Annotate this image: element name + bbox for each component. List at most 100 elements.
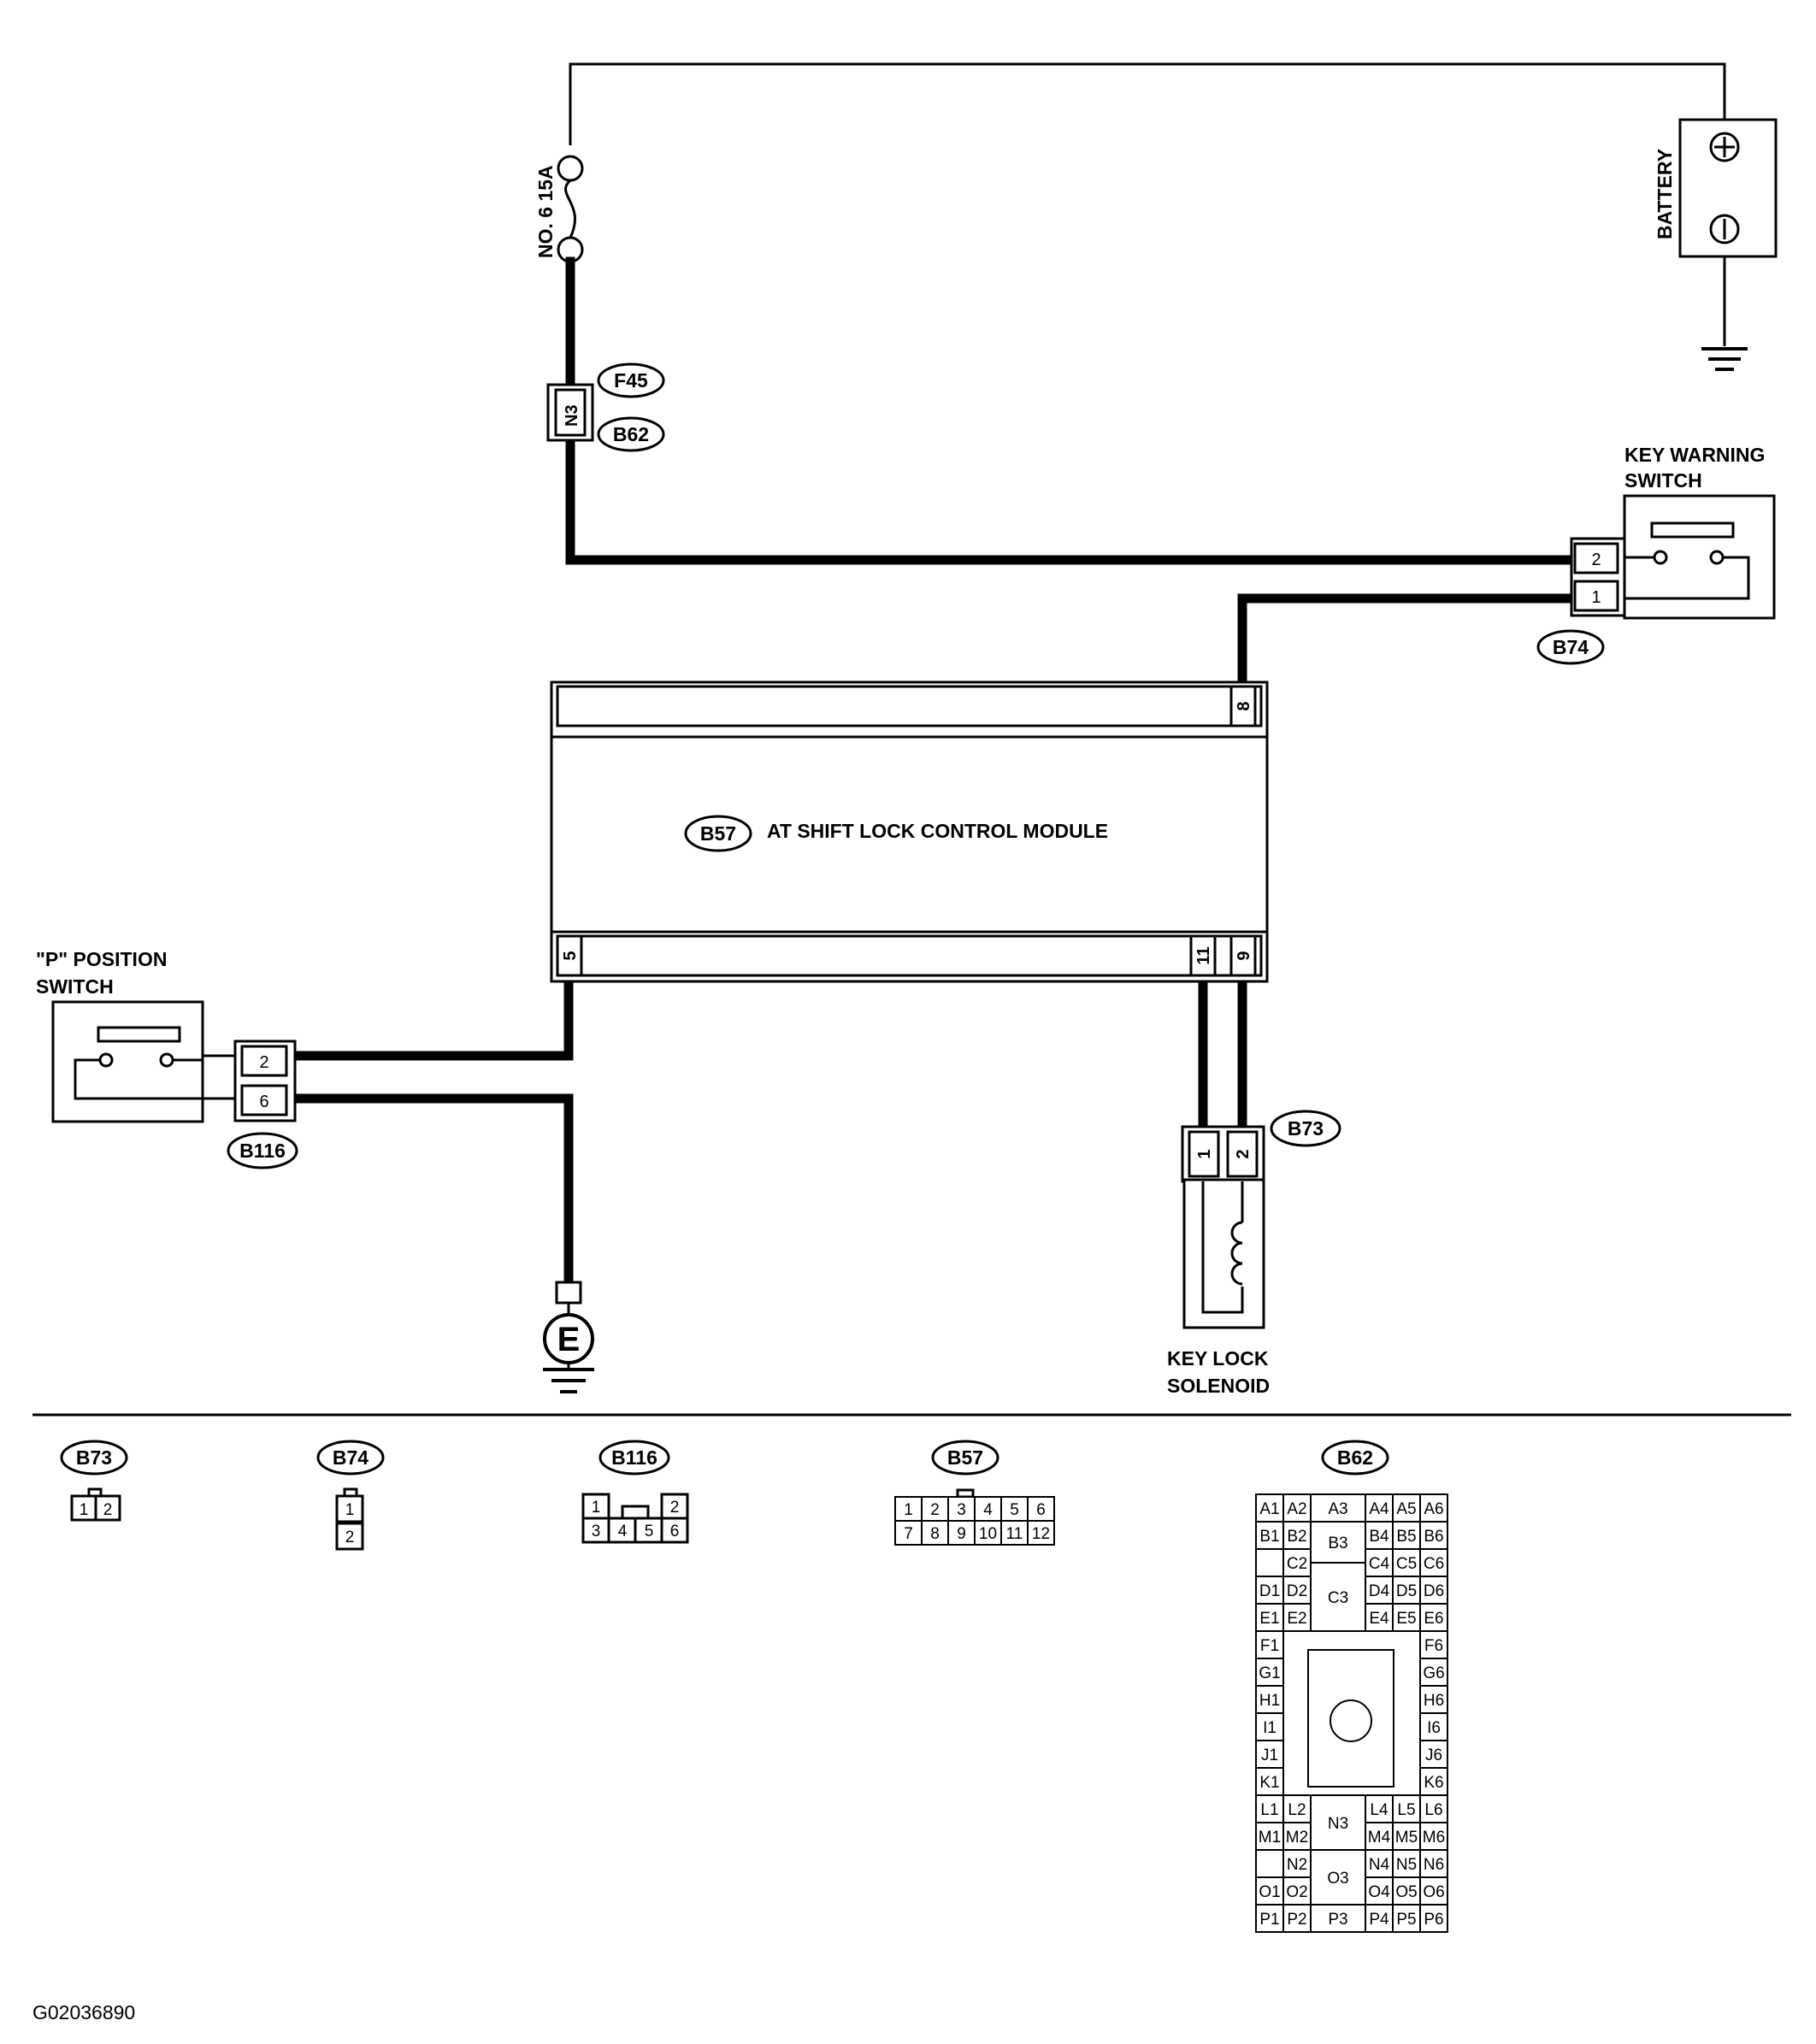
- b62-pin-cell-label: G6: [1423, 1664, 1444, 1682]
- svg-text:4: 4: [618, 1523, 628, 1540]
- svg-text:8: 8: [1235, 701, 1253, 710]
- b62-pin-cell: [1365, 1603, 1394, 1632]
- b62-pin-cell: [1365, 1576, 1394, 1605]
- b62-pin-cell-label: E2: [1287, 1610, 1306, 1628]
- b57-pin-cell: [947, 1520, 976, 1546]
- svg-text:SWITCH: SWITCH: [1624, 469, 1702, 492]
- b62-pin-cell: [1419, 1658, 1448, 1687]
- svg-text:B57: B57: [700, 822, 736, 845]
- b57-pin-cell-label: 6: [1036, 1501, 1046, 1519]
- svg-text:"P" POSITION: "P" POSITION: [36, 948, 167, 970]
- b62-pin-cell-label: C2: [1287, 1555, 1307, 1573]
- b57-pin-cell: [921, 1520, 949, 1546]
- b62-pin-cell-label: D5: [1396, 1582, 1417, 1600]
- b62-pin-cell-label: N6: [1424, 1856, 1444, 1874]
- b62-pin-cell-label: A3: [1328, 1500, 1347, 1518]
- b62-pin-cell: [1365, 1904, 1394, 1933]
- b62-pin-cell: [1365, 1521, 1394, 1550]
- b62-pin-cell-label: K1: [1259, 1774, 1279, 1792]
- b62-pin-cell-label: E4: [1369, 1610, 1389, 1628]
- svg-text:SWITCH: SWITCH: [36, 975, 114, 998]
- b62-pin-cell-label: M2: [1286, 1829, 1308, 1847]
- b57-pin-cell-label: 11: [1006, 1525, 1023, 1543]
- b62-pin-cell-label: L5: [1397, 1801, 1415, 1819]
- b62-pin-cell: [1282, 1548, 1312, 1577]
- b57-pin-cell: [1027, 1520, 1055, 1546]
- b62-pin-cell: [1419, 1576, 1448, 1605]
- b62-pin-cell: [1365, 1876, 1394, 1906]
- svg-text:B62: B62: [613, 423, 649, 445]
- b62-pin-cell-label: B4: [1369, 1528, 1389, 1546]
- b62-pin-cell: [1419, 1876, 1448, 1906]
- b57-pin-cell: [947, 1496, 976, 1522]
- b62-pin-cell: [1419, 1849, 1448, 1878]
- b62-pin-cell-label: A2: [1287, 1500, 1306, 1518]
- b62-pin-cell-label: P2: [1287, 1911, 1306, 1929]
- b62-pin-cell-label: B2: [1287, 1528, 1306, 1546]
- b62-pin-cell-label: E6: [1424, 1610, 1443, 1628]
- control-module: 8 5 11 9: [550, 680, 1269, 983]
- svg-text:5: 5: [645, 1523, 654, 1540]
- svg-text:9: 9: [1235, 951, 1253, 960]
- b57-pin-cell-label: 4: [983, 1501, 993, 1519]
- b62-pin-cell: [1310, 1562, 1366, 1632]
- b62-pin-cell-label: B6: [1424, 1528, 1443, 1546]
- wire-pswitch-to-ground: [291, 1093, 574, 1287]
- svg-text:KEY WARNING: KEY WARNING: [1624, 444, 1765, 466]
- b62-pin-cell-label: P5: [1396, 1911, 1416, 1929]
- b62-pin-cell: [1419, 1794, 1448, 1823]
- b62-pin-cell-label: C6: [1424, 1555, 1444, 1573]
- b62-pin-cell: [1419, 1493, 1448, 1523]
- svg-text:F45: F45: [614, 369, 648, 392]
- b62-pin-cell-label: A6: [1424, 1500, 1443, 1518]
- b62-pin-cell-label: D1: [1259, 1582, 1280, 1600]
- b62-pin-cell-label: K6: [1424, 1774, 1443, 1792]
- b62-pin-cell-label: A5: [1396, 1500, 1416, 1518]
- b62-pin-cell-label: N3: [1328, 1815, 1348, 1833]
- b62-pin-cell: [1419, 1603, 1448, 1632]
- svg-text:B73: B73: [76, 1446, 112, 1469]
- svg-text:E: E: [557, 1321, 581, 1358]
- b62-pin-cell-label: F6: [1424, 1637, 1443, 1655]
- b62-hub-hole-icon: [1330, 1699, 1372, 1742]
- b62-pin-cell-label: E5: [1396, 1610, 1416, 1628]
- b62-pin-cell: [1419, 1685, 1448, 1714]
- b62-pin-cell-label: P6: [1424, 1911, 1443, 1929]
- b62-pin-cell-label: F1: [1260, 1637, 1279, 1655]
- b62-pin-cell-label: M1: [1259, 1829, 1281, 1847]
- svg-text:3: 3: [592, 1523, 601, 1540]
- connector-tag-b74: B74: [1536, 629, 1605, 665]
- b62-pin-cell: [1392, 1493, 1421, 1523]
- b62-pin-cell-label: O5: [1395, 1883, 1417, 1901]
- wire-fuse-to-key-switch: [565, 435, 1578, 565]
- b62-pin-cell-label: N5: [1396, 1856, 1417, 1874]
- b57-pin-cell-label: 9: [957, 1525, 966, 1543]
- b62-pin-cell: [1282, 1876, 1312, 1906]
- svg-text:2: 2: [1591, 551, 1601, 569]
- svg-text:2: 2: [259, 1053, 268, 1072]
- b57-pin-cell-label: 8: [930, 1525, 940, 1543]
- svg-text:N3: N3: [563, 404, 581, 427]
- svg-text:1: 1: [345, 1501, 355, 1519]
- b62-pin-cell: [1419, 1904, 1448, 1933]
- b62-pin-cell-label: L2: [1288, 1801, 1306, 1819]
- b57-pin-cell-label: 5: [1010, 1501, 1019, 1519]
- b62-pin-cell-label: L1: [1260, 1801, 1278, 1819]
- b62-pin-cell-label: J6: [1425, 1747, 1442, 1764]
- b62-pin-cell: [1310, 1904, 1366, 1933]
- connector-tag-b116: B116: [227, 1132, 298, 1169]
- b62-pin-cell-label: B5: [1396, 1528, 1416, 1546]
- b62-pin-cell-label: H6: [1424, 1692, 1444, 1710]
- battery: BATTERY: [1654, 118, 1778, 258]
- svg-text:11: 11: [1194, 946, 1213, 964]
- b62-pin-cell-label: C4: [1369, 1555, 1390, 1573]
- b62-pin-cell-label: I1: [1263, 1719, 1277, 1737]
- svg-text:B74: B74: [333, 1446, 369, 1469]
- b62-pin-cell: [1255, 1767, 1284, 1796]
- b62-pin-cell: [1419, 1740, 1448, 1769]
- connector-b74: 2 1: [1570, 537, 1626, 617]
- svg-text:6: 6: [259, 1093, 268, 1111]
- b62-pin-cell-label: I6: [1427, 1719, 1441, 1737]
